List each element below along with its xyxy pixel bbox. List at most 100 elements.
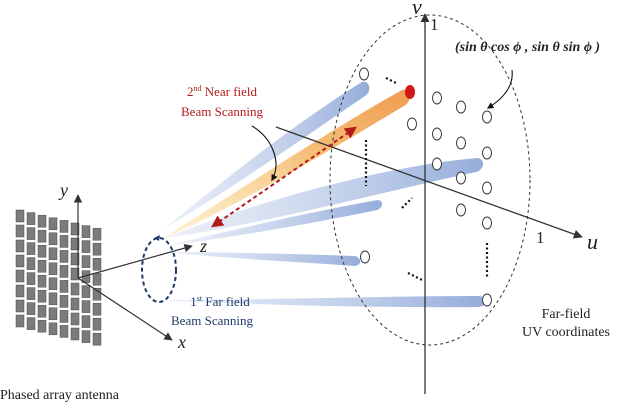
- near-field-label-line1: 2nd Near field: [187, 84, 258, 99]
- beam-spot-grid: [359, 67, 492, 307]
- beam-spot: [432, 157, 442, 171]
- antenna-caption: Phased array antenna: [0, 388, 120, 403]
- antenna-element: [81, 285, 91, 298]
- antenna-element: [15, 239, 25, 253]
- beam-spot: [456, 171, 466, 185]
- antenna-element: [70, 297, 80, 311]
- beam-spot: [432, 91, 442, 105]
- antenna-element: [48, 322, 58, 336]
- beam-spot: [482, 146, 492, 160]
- uv-label-line2: UV coordinates: [522, 325, 610, 340]
- beam-lobe-bottom: [150, 296, 486, 308]
- antenna-element: [70, 222, 80, 236]
- antenna-element: [48, 292, 58, 306]
- antenna-element: [59, 295, 69, 308]
- antenna-element: [70, 237, 80, 251]
- antenna-element: [48, 217, 58, 231]
- antenna-element: [70, 282, 80, 296]
- uv-label-line1: Far-field: [542, 307, 591, 322]
- antenna-element: [59, 250, 69, 263]
- antenna-element: [26, 317, 36, 330]
- antenna-element: [92, 257, 102, 271]
- antenna-element: [48, 307, 58, 321]
- antenna-element: [37, 259, 47, 273]
- far-field-label-line2: Beam Scanning: [171, 313, 253, 328]
- antenna-element: [26, 287, 36, 300]
- beam-spot: [482, 293, 492, 307]
- antenna-element: [92, 242, 102, 256]
- x-axis: [77, 277, 173, 341]
- antenna-element: [92, 332, 102, 346]
- antenna-element: [37, 304, 47, 318]
- axis-label-z: z: [199, 236, 207, 256]
- antenna-element: [81, 300, 91, 313]
- antenna-element: [81, 330, 91, 343]
- antenna-element: [26, 212, 36, 225]
- antenna-element: [59, 235, 69, 248]
- antenna-element: [37, 229, 47, 243]
- antenna-element: [81, 315, 91, 328]
- antenna-element: [48, 232, 58, 246]
- beam-spot: [482, 110, 492, 124]
- near-field-focus-spot: [405, 85, 415, 99]
- antenna-element: [26, 227, 36, 240]
- antenna-element: [59, 280, 69, 293]
- antenna-element: [92, 227, 102, 241]
- phased-array-antenna: [15, 209, 102, 346]
- antenna-element: [70, 267, 80, 281]
- near-field-label-line2: Beam Scanning: [181, 104, 263, 119]
- antenna-element: [26, 272, 36, 285]
- uv-formula: (sin θ cos ϕ , sin θ sin ϕ ): [455, 40, 600, 55]
- beam-spot: [456, 100, 466, 114]
- ellipsis-markers: [364, 77, 489, 282]
- near-field-scan-arrow: [211, 126, 357, 228]
- antenna-element: [15, 254, 25, 268]
- axis-label-x: x: [177, 332, 186, 352]
- beam-lobe-lower: [165, 252, 361, 266]
- far-field-label-line1: 1st Far field: [190, 294, 250, 309]
- antenna-element: [15, 209, 25, 223]
- beam-spot: [456, 203, 466, 217]
- tick-label-u-one: 1: [536, 228, 545, 247]
- antenna-element: [37, 274, 47, 288]
- beam-spot: [482, 216, 492, 230]
- antenna-element: [81, 240, 91, 253]
- beam-spot: [359, 67, 369, 81]
- beam-spot: [456, 136, 466, 150]
- antenna-element: [59, 325, 69, 338]
- antenna-element: [59, 265, 69, 278]
- antenna-element: [37, 289, 47, 303]
- antenna-element: [26, 242, 36, 255]
- antenna-element: [48, 247, 58, 261]
- beam-spot: [482, 181, 492, 195]
- antenna-element: [37, 214, 47, 228]
- z-axis: [77, 243, 193, 279]
- antenna-element: [92, 287, 102, 301]
- antenna-element: [92, 302, 102, 316]
- axis-label-y: y: [58, 180, 68, 200]
- antenna-element: [59, 310, 69, 323]
- antenna-element: [48, 277, 58, 291]
- antenna-element: [15, 299, 25, 313]
- axis-label-v: v: [412, 0, 422, 19]
- antenna-element: [15, 224, 25, 238]
- antenna-element: [15, 314, 25, 328]
- antenna-element: [70, 252, 80, 266]
- antenna-element: [70, 327, 80, 341]
- antenna-element: [37, 319, 47, 333]
- antenna-element: [59, 220, 69, 233]
- axis-label-u: u: [587, 229, 598, 254]
- beam-spot: [360, 250, 370, 264]
- antenna-element: [15, 269, 25, 283]
- formula-callout-arrow: [486, 69, 513, 109]
- antenna-element: [70, 312, 80, 326]
- antenna-element: [37, 244, 47, 258]
- antenna-element: [92, 317, 102, 331]
- antenna-element: [26, 257, 36, 270]
- antenna-element: [26, 302, 36, 315]
- near-field-callout-arrow: [251, 125, 278, 182]
- antenna-element: [15, 284, 25, 298]
- tick-label-v-one: 1: [430, 15, 439, 34]
- antenna-element: [92, 272, 102, 286]
- antenna-element: [81, 225, 91, 238]
